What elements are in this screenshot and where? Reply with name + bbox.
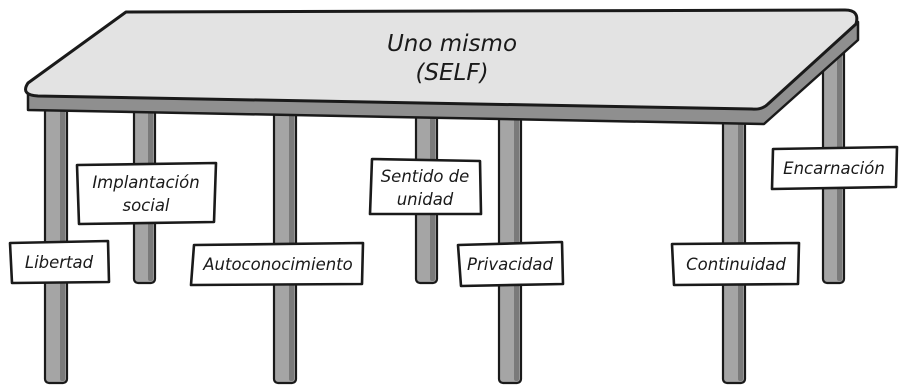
sign-autoconocimiento: Autoconocimiento [189,241,365,287]
sign-continuidad: Continuidad [670,241,801,287]
sign-label: Sentido de [381,167,470,186]
tabletop: Uno mismo (SELF) [24,8,860,126]
sign-libertad: Libertad [8,239,111,285]
sign-label: Libertad [25,253,94,272]
sign-label: Autoconocimiento [202,255,353,274]
sign-label: social [122,196,169,215]
sign-implantacion-social: Implantación social [75,161,218,226]
tabletop-surface [24,8,859,111]
sign-label: Encarnación [783,159,885,178]
sign-label: unidad [397,190,454,209]
sign-label: Implantación [92,173,199,192]
table-title: Uno mismo [387,31,517,57]
table-subtitle: (SELF) [415,60,488,86]
sign-privacidad: Privacidad [456,240,565,288]
sign-encarnacion: Encarnación [770,145,899,191]
sign-sentido-de-unidad: Sentido de unidad [368,157,483,216]
sign-label: Privacidad [467,255,553,274]
sign-label: Continuidad [686,255,786,274]
